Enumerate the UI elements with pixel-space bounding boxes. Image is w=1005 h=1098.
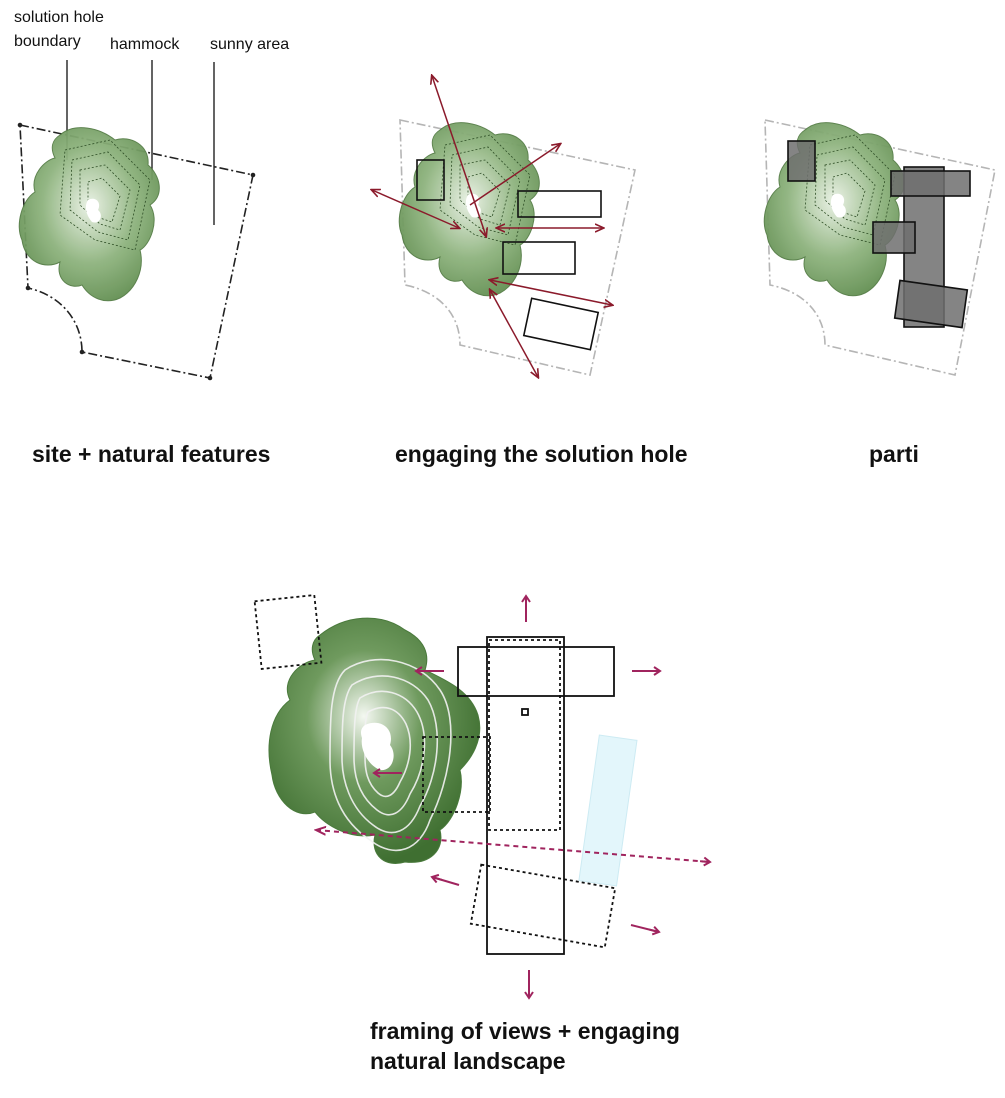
frame-box <box>469 863 617 949</box>
label-solution-hole: solution hole <box>14 9 104 26</box>
program-box <box>502 241 576 275</box>
view-arrows-framing <box>316 594 710 1000</box>
site-boundary <box>19 123 254 379</box>
frame-box <box>488 639 561 831</box>
caption-site: site + natural features <box>32 441 271 467</box>
view-axis-arrow-icon <box>316 830 710 862</box>
panel-parti <box>763 119 996 376</box>
panel-site <box>17 60 256 381</box>
label-hammock: hammock <box>110 36 180 53</box>
frame-box <box>253 594 323 670</box>
panel-framing <box>253 594 710 1000</box>
cross-bar <box>457 646 615 697</box>
view-arrow-icon <box>469 144 560 206</box>
view-arrow-icon <box>430 873 460 886</box>
view-arrow-icon <box>432 76 486 236</box>
panel-engaging <box>372 76 636 377</box>
building-outline <box>457 636 615 955</box>
mass-block <box>893 279 969 329</box>
view-arrow-icon <box>372 190 459 228</box>
main-bar <box>486 636 565 955</box>
view-arrow-icon <box>490 290 538 377</box>
caption-framing-line2: natural landscape <box>370 1048 566 1074</box>
program-box <box>522 297 600 351</box>
parti-masses <box>787 140 971 329</box>
column-marker <box>521 708 529 716</box>
mass-block <box>890 170 971 197</box>
label-boundary: boundary <box>14 33 81 50</box>
caption-parti: parti <box>869 441 919 467</box>
caption-framing-line1: framing of views + engaging <box>370 1018 680 1044</box>
view-arrow-icon <box>490 280 612 305</box>
view-arrows <box>372 76 612 377</box>
label-sunny-area: sunny area <box>210 36 290 53</box>
program-box <box>517 190 602 218</box>
frame-box <box>422 736 491 813</box>
view-arrow-icon <box>630 924 661 936</box>
caption-engaging: engaging the solution hole <box>395 441 688 467</box>
sunny-area-strip <box>578 734 638 887</box>
hammock-vegetation <box>18 127 160 302</box>
landscape-vegetation <box>268 617 481 864</box>
site-boundary-light <box>764 119 996 376</box>
mass-block <box>787 140 816 182</box>
mass-block <box>872 221 916 254</box>
